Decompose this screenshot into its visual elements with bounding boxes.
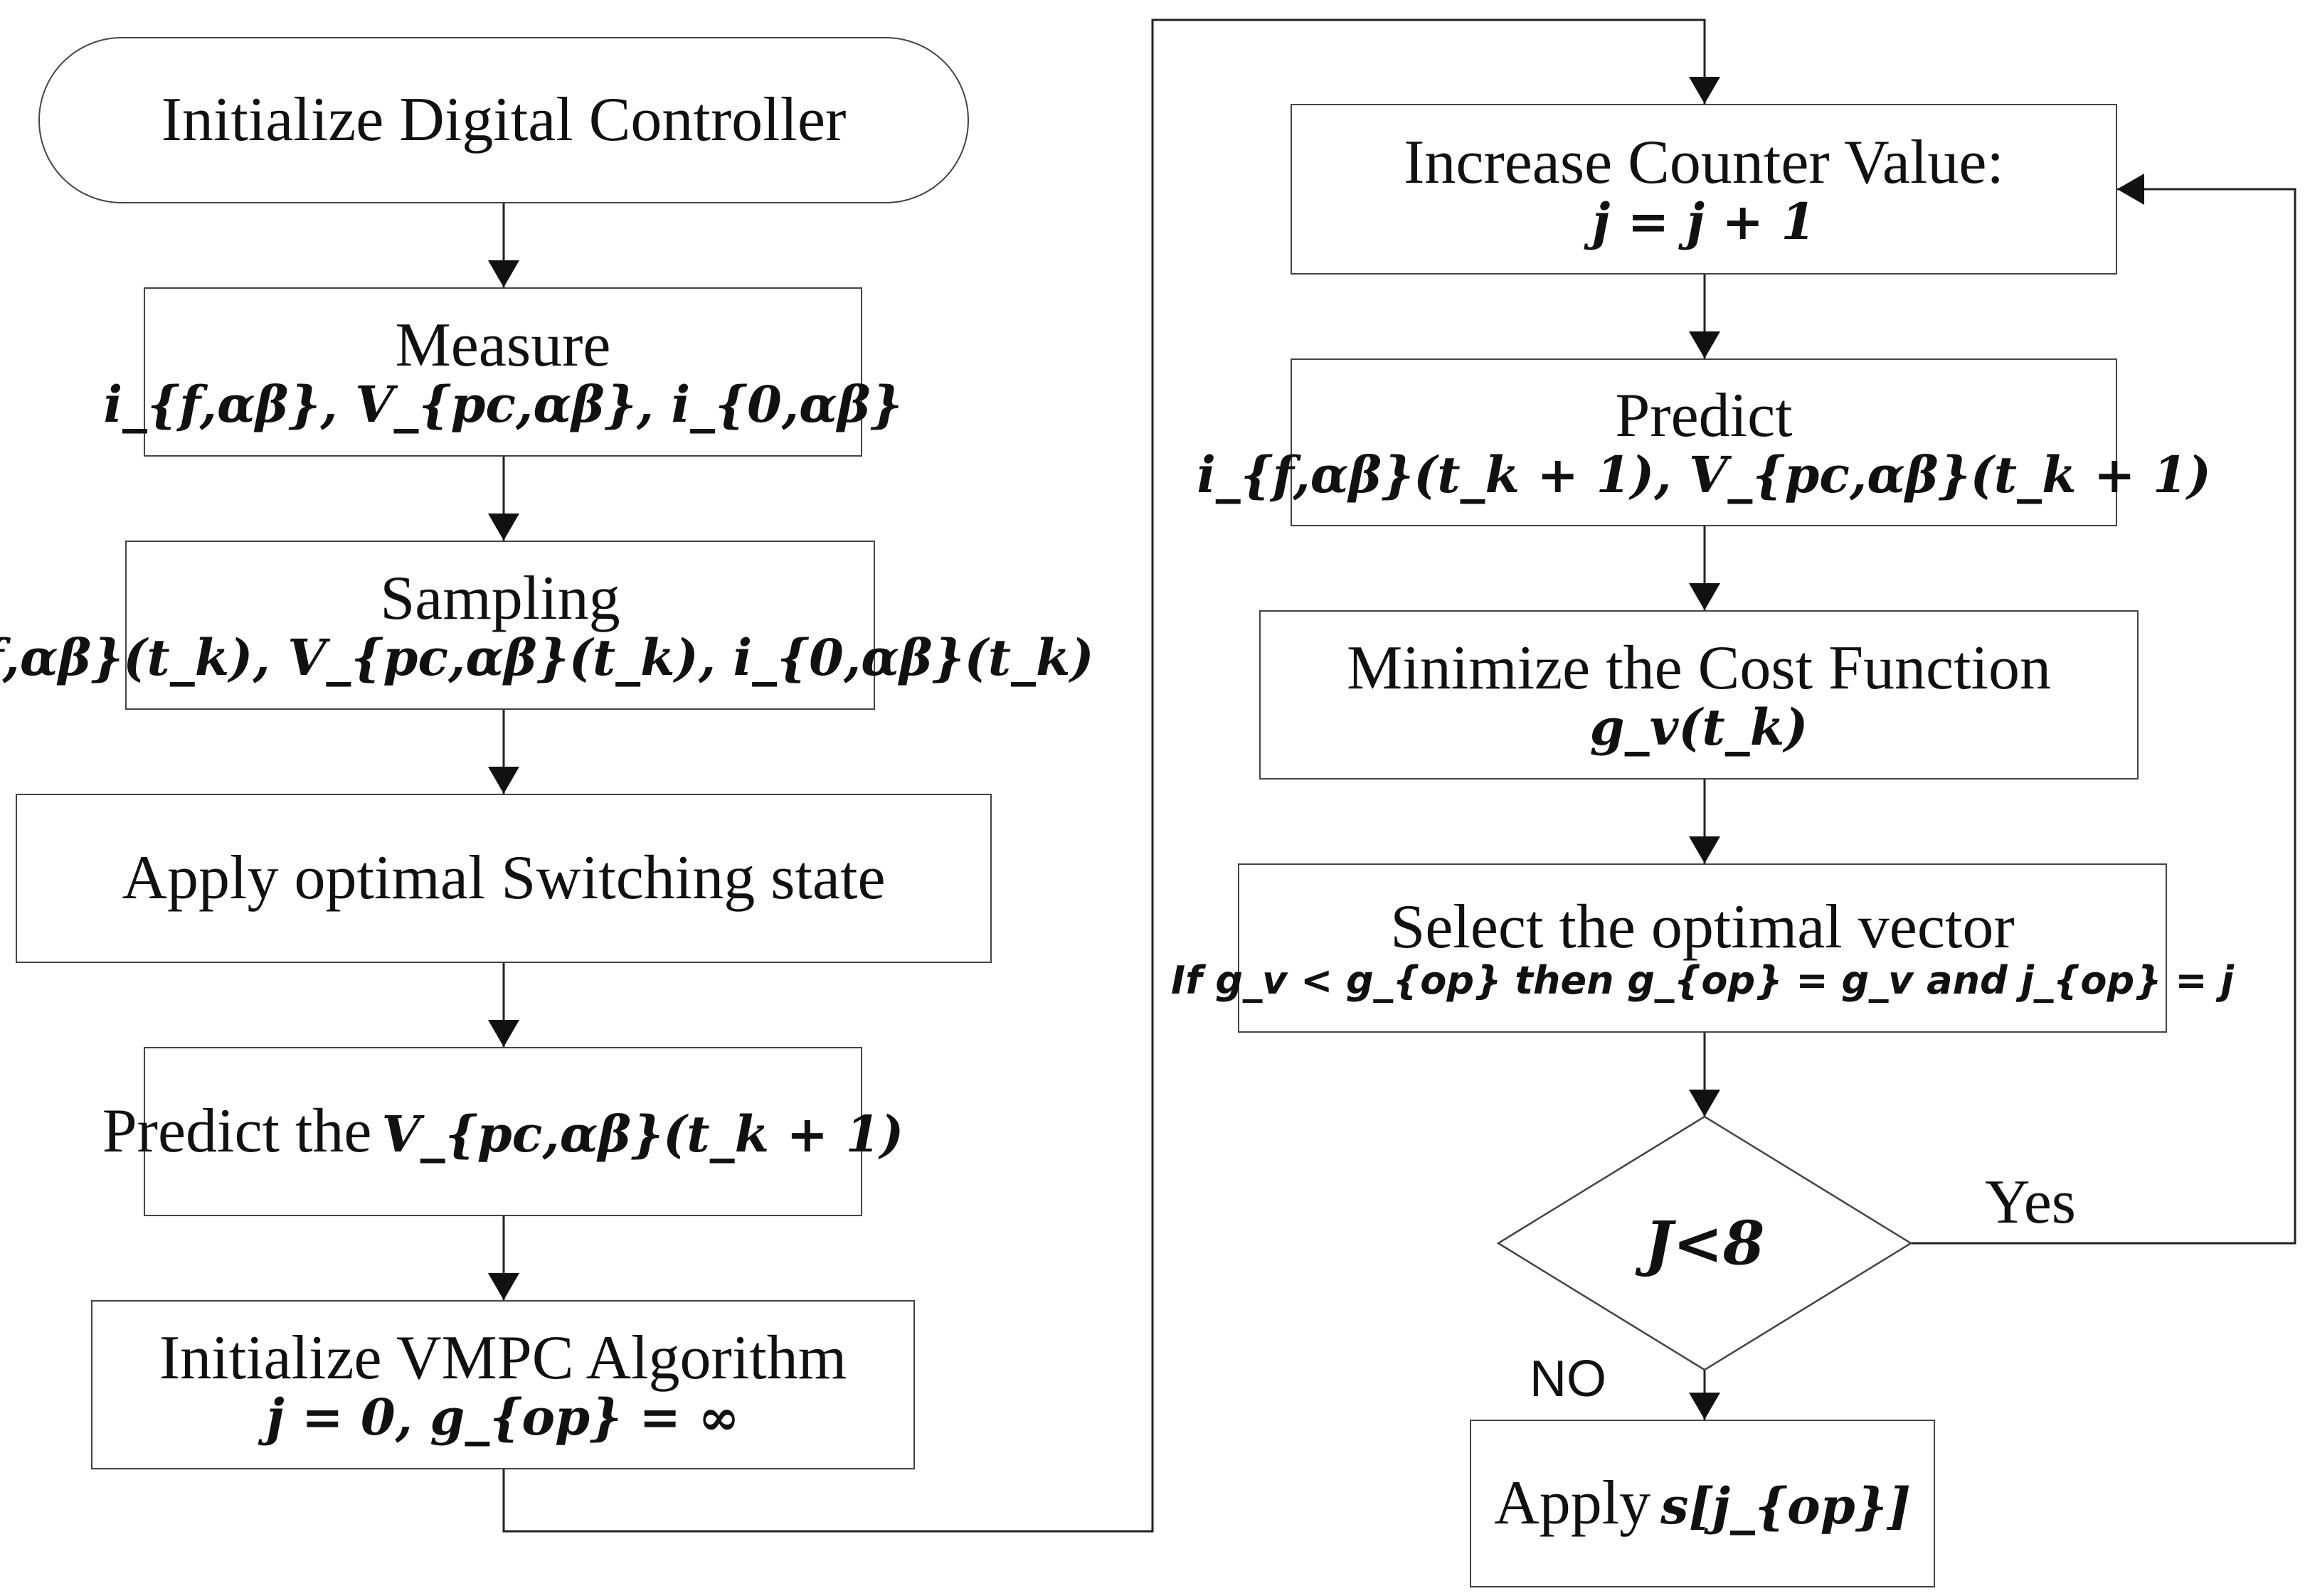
measure-formula: i_{f,αβ}, V_{pc,αβ}, i_{0,αβ} bbox=[103, 375, 903, 435]
minimize-cost-formula: g_v(t_k) bbox=[1589, 698, 1808, 757]
decision-diamond bbox=[1496, 1115, 1913, 1371]
increase-counter-formula: j = j + 1 bbox=[1591, 192, 1816, 252]
predict-states-box: Predict i_{f,αβ}(t_k + 1), V_{pc,αβ}(t_k… bbox=[1197, 358, 2211, 526]
increase-counter-label: Increase Counter Value: bbox=[1404, 128, 2004, 198]
arrowhead bbox=[488, 1273, 519, 1300]
arrow-yes-loop bbox=[1911, 188, 2296, 1245]
apply-s-row: Apply s[j_{op}] bbox=[1494, 1468, 1911, 1538]
sampling-label: Sampling bbox=[380, 564, 620, 634]
measure-box: Measure i_{f,αβ}, V_{pc,αβ}, i_{0,αβ} bbox=[103, 287, 903, 457]
measure-label: Measure bbox=[395, 311, 611, 381]
arrowhead bbox=[1689, 77, 1720, 104]
arrowhead bbox=[1689, 583, 1720, 610]
initialize-controller-label: Initialize Digital Controller bbox=[161, 85, 847, 154]
apply-switching-state-box: Apply optimal Switching state bbox=[16, 794, 992, 963]
arrowhead bbox=[488, 1020, 519, 1047]
arrow-init-vmpc-to-counter bbox=[502, 18, 1706, 1533]
select-vector-label: Select the optimal vector bbox=[1390, 893, 2015, 962]
arrowhead bbox=[488, 260, 519, 287]
arrowhead bbox=[1689, 836, 1720, 863]
no-label: NO bbox=[1530, 1351, 1606, 1408]
predict-vpc-row: Predict the V_{pc,αβ}(t_k + 1) bbox=[102, 1096, 904, 1166]
predict-vpc-label: Predict the bbox=[102, 1096, 372, 1166]
apply-s-label: Apply bbox=[1494, 1468, 1651, 1538]
arrowhead bbox=[2117, 174, 2144, 205]
apply-switching-state-label: Apply optimal Switching state bbox=[122, 843, 886, 913]
arrowhead bbox=[1689, 331, 1720, 358]
apply-s-formula: s[j_{op}] bbox=[1660, 1476, 1911, 1536]
predict-states-label: Predict bbox=[1615, 381, 1793, 451]
yes-label: Yes bbox=[1985, 1168, 2077, 1237]
initialize-controller-terminal: Initialize Digital Controller bbox=[38, 37, 969, 203]
select-vector-box: Select the optimal vector If g_v < g_{op… bbox=[1171, 863, 2234, 1033]
minimize-cost-label: Minimize the Cost Function bbox=[1347, 634, 2051, 703]
increase-counter-box: Increase Counter Value: j = j + 1 bbox=[1291, 104, 2117, 275]
decision-label: J<8 bbox=[1644, 1208, 1765, 1279]
arrowhead bbox=[1689, 1090, 1720, 1117]
predict-vpc-formula: V_{pc,αβ}(t_k + 1) bbox=[381, 1104, 904, 1164]
arrowhead bbox=[488, 514, 519, 541]
apply-s-box: Apply s[j_{op}] bbox=[1470, 1420, 1935, 1587]
sampling-formula: i_{f,αβ}(t_k), V_{pc,αβ}(t_k), i_{0,αβ}(… bbox=[0, 628, 1094, 688]
predict-vpc-box: Predict the V_{pc,αβ}(t_k + 1) bbox=[102, 1047, 904, 1216]
minimize-cost-box: Minimize the Cost Function g_v(t_k) bbox=[1259, 610, 2139, 780]
predict-states-formula: i_{f,αβ}(t_k + 1), V_{pc,αβ}(t_k + 1) bbox=[1197, 445, 2211, 505]
arrowhead bbox=[488, 767, 519, 794]
sampling-box: Sampling i_{f,αβ}(t_k), V_{pc,αβ}(t_k), … bbox=[0, 541, 1094, 710]
initialize-vmpc-label: Initialize VMPC Algorithm bbox=[159, 1324, 847, 1393]
select-vector-formula: If g_v < g_{op} then g_{op} = g_v and j_… bbox=[1171, 957, 2234, 1003]
initialize-vmpc-formula: j = 0, g_{op} = ∞ bbox=[266, 1388, 740, 1447]
initialize-vmpc-box: Initialize VMPC Algorithm j = 0, g_{op} … bbox=[91, 1300, 915, 1469]
arrowhead bbox=[1689, 1393, 1720, 1420]
